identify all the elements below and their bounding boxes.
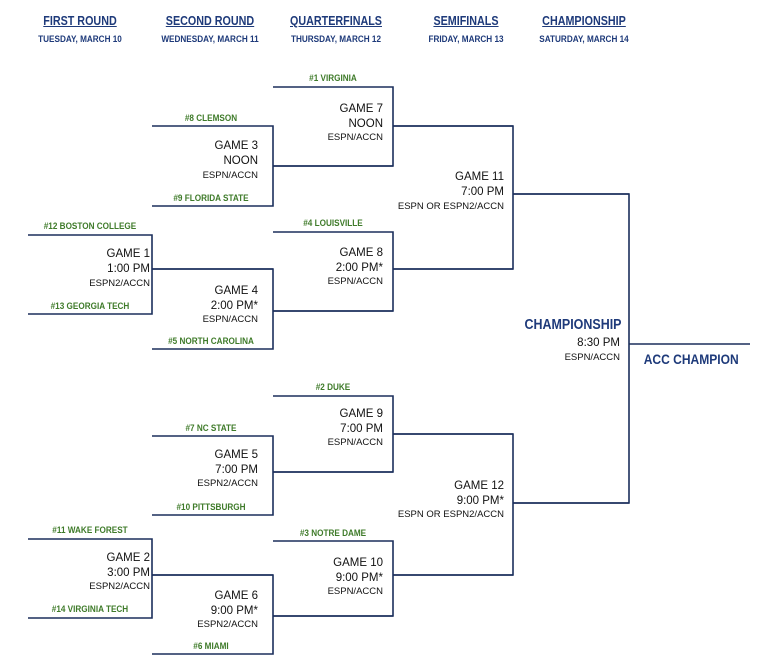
game-2-time: 3:00 PM xyxy=(107,567,150,579)
team-wake-forest: #11 WAKE FOREST xyxy=(52,525,128,536)
game-4-label: GAME 4 xyxy=(214,285,258,297)
game-11-bracket-line xyxy=(393,125,629,270)
game-12-time: 9:00 PM* xyxy=(456,495,504,507)
round-title-championship: CHAMPIONSHIP xyxy=(542,14,626,28)
game-1-label: GAME 1 xyxy=(106,248,150,260)
team-pittsburgh: #10 PITTSBURGH xyxy=(176,502,246,513)
game-1-time: 1:00 PM xyxy=(107,263,150,275)
game-5-network: ESPN2/ACCN xyxy=(197,478,258,489)
team-notre-dame: #3 NOTRE DAME xyxy=(299,528,367,539)
team-boston-college: #12 BOSTON COLLEGE xyxy=(43,221,137,232)
round-date-first: TUESDAY, MARCH 10 xyxy=(38,34,122,45)
game-8-bracket-line xyxy=(273,231,513,312)
game-4-time: 2:00 PM* xyxy=(210,300,258,312)
championship-network: ESPN/ACCN xyxy=(564,352,620,363)
game-10-label: GAME 10 xyxy=(333,557,383,569)
game-12-bracket-line xyxy=(393,433,629,576)
game-2-label: GAME 2 xyxy=(106,552,150,564)
game-12-network: ESPN OR ESPN2/ACCN xyxy=(397,509,504,520)
game-3-time: NOON xyxy=(223,155,259,167)
team-duke: #2 DUKE xyxy=(315,382,351,393)
team-virginia-tech: #14 VIRGINIA TECH xyxy=(51,604,129,615)
game-8-time: 2:00 PM* xyxy=(335,262,383,274)
game-9-time: 7:00 PM xyxy=(340,423,383,435)
team-clemson: #8 CLEMSON xyxy=(184,113,238,124)
game-1-network: ESPN2/ACCN xyxy=(89,278,150,289)
round-date-semifinals: FRIDAY, MARCH 13 xyxy=(428,34,504,45)
team-miami: #6 MIAMI xyxy=(193,641,229,652)
game-10-time: 9:00 PM* xyxy=(335,572,383,584)
game-11-label: GAME 11 xyxy=(455,171,504,183)
game-12-label: GAME 12 xyxy=(454,480,504,492)
game-7-label: GAME 7 xyxy=(339,103,383,115)
round-date-second: WEDNESDAY, MARCH 11 xyxy=(161,34,259,45)
team-north-carolina: #5 NORTH CAROLINA xyxy=(168,336,254,347)
game-10-network: ESPN/ACCN xyxy=(327,586,383,597)
acc-champion-label: ACC CHAMPION xyxy=(643,351,739,367)
game-9-network: ESPN/ACCN xyxy=(327,437,383,448)
round-date-quarterfinals: THURSDAY, MARCH 12 xyxy=(290,34,382,45)
team-nc-state: #7 NC STATE xyxy=(185,423,237,434)
game-2-network: ESPN2/ACCN xyxy=(89,581,150,592)
game-8-label: GAME 8 xyxy=(339,247,383,259)
game-11-network: ESPN OR ESPN2/ACCN xyxy=(397,201,504,212)
game-3-network: ESPN/ACCN xyxy=(202,170,258,181)
team-georgia-tech: #13 GEORGIA TECH xyxy=(50,301,130,312)
team-virginia: #1 VIRGINIA xyxy=(309,73,357,84)
round-title-quarterfinals: QUARTERFINALS xyxy=(290,14,382,28)
game-9-label: GAME 9 xyxy=(339,408,383,420)
game-5-label: GAME 5 xyxy=(214,449,258,461)
game-3-label: GAME 3 xyxy=(214,140,258,152)
game-6-network: ESPN2/ACCN xyxy=(197,619,258,630)
game-4-network: ESPN/ACCN xyxy=(202,314,258,325)
championship-title: CHAMPIONSHIP xyxy=(524,317,622,333)
championship-time: 8:30 PM xyxy=(577,337,620,349)
round-title-first: FIRST ROUND xyxy=(43,14,117,28)
round-date-championship: SATURDAY, MARCH 14 xyxy=(539,34,629,45)
championship-bracket-line xyxy=(513,193,750,504)
round-title-second: SECOND ROUND xyxy=(165,14,255,28)
round-title-semifinals: SEMIFINALS xyxy=(433,14,499,28)
game-11-time: 7:00 PM xyxy=(461,186,504,198)
game-6-time: 9:00 PM* xyxy=(210,605,258,617)
team-florida-state: #9 FLORIDA STATE xyxy=(173,193,249,204)
team-louisville: #4 LOUISVILLE xyxy=(303,218,363,229)
game-10-bracket-line xyxy=(273,540,513,617)
game-8-network: ESPN/ACCN xyxy=(327,276,383,287)
game-5-time: 7:00 PM xyxy=(215,464,258,476)
game-7-time: NOON xyxy=(348,118,384,130)
game-7-network: ESPN/ACCN xyxy=(327,132,383,143)
game-6-label: GAME 6 xyxy=(214,590,258,602)
